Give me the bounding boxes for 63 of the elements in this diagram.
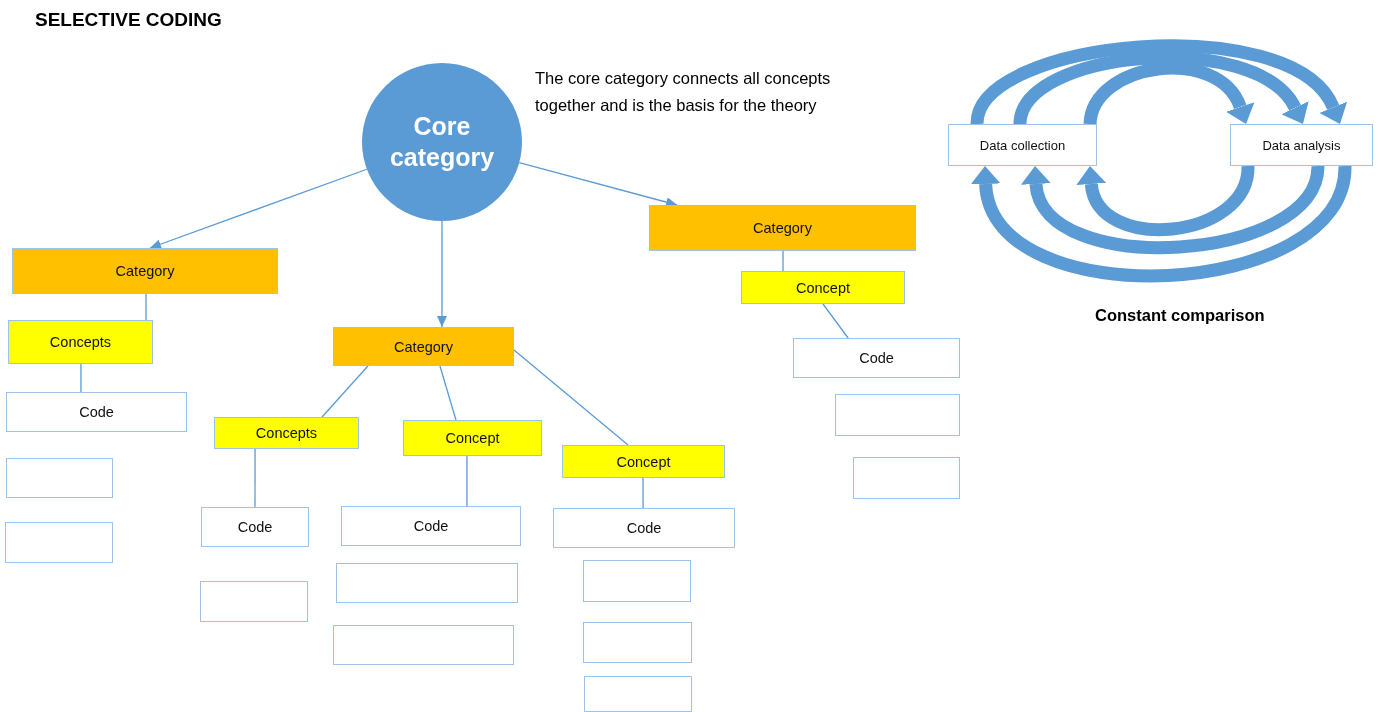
empty-box [835, 394, 960, 436]
node-label: Data collection [979, 137, 1066, 153]
curved-arrow [1083, 61, 1254, 126]
connector-line [254, 448, 256, 508]
process-box [1230, 124, 1373, 166]
concept-box [403, 420, 542, 456]
concept-box [214, 417, 359, 449]
annotation-text: The core category connects all concepts together and is the basis for the theory [535, 68, 832, 116]
node-label: Concept [796, 279, 850, 296]
concept-box [8, 320, 153, 364]
node-label: Category [753, 220, 812, 236]
empty-box [584, 676, 692, 712]
connector-line [321, 365, 369, 418]
core-category-circle [362, 63, 522, 221]
node-label: Core category [388, 110, 496, 173]
arrow [518, 162, 678, 207]
empty-box [200, 581, 308, 622]
node-label: Concept [445, 430, 500, 446]
code-box [553, 508, 735, 548]
connector-line [145, 293, 147, 321]
node-label: Code [79, 404, 114, 420]
node-label: Category [394, 338, 453, 355]
curved-arrow [1021, 164, 1325, 254]
code-box [341, 506, 521, 546]
empty-box [333, 625, 514, 665]
node-label: Data analysis [1262, 137, 1341, 153]
category-box [12, 248, 278, 294]
curved-arrow [971, 164, 1352, 282]
concept-box [562, 445, 725, 478]
code-box [6, 392, 187, 432]
node-label: Code [626, 520, 662, 536]
node-label: Code [237, 519, 273, 535]
node-label: Code [859, 350, 894, 366]
diagram-title: SELECTIVE CODING [35, 9, 222, 31]
node-label: Concepts [49, 334, 112, 350]
empty-box [853, 457, 960, 499]
caption-text: Constant comparison [1095, 306, 1265, 325]
empty-box [5, 522, 113, 563]
arrow [149, 168, 368, 249]
category-box [333, 327, 514, 366]
curved-arrow [970, 39, 1346, 126]
empty-box [583, 560, 691, 602]
node-label: Category [115, 263, 175, 279]
empty-box [583, 622, 692, 663]
empty-box [336, 563, 518, 603]
node-label: Concepts [255, 425, 318, 441]
connector-line [782, 250, 784, 272]
connector-line [642, 477, 644, 509]
connector-line [80, 363, 82, 393]
connector-line [513, 349, 629, 446]
concept-box [741, 271, 905, 304]
category-box [649, 205, 916, 251]
empty-box [6, 458, 113, 498]
curved-arrow [1013, 51, 1308, 126]
code-box [201, 507, 309, 547]
code-box [793, 338, 960, 378]
node-label: Concept [616, 453, 671, 470]
arrow [436, 220, 447, 328]
node-label: Code [413, 518, 449, 534]
connector-line [466, 455, 468, 507]
connector-line [822, 303, 849, 339]
connector-line [439, 365, 457, 421]
process-box [948, 124, 1097, 166]
